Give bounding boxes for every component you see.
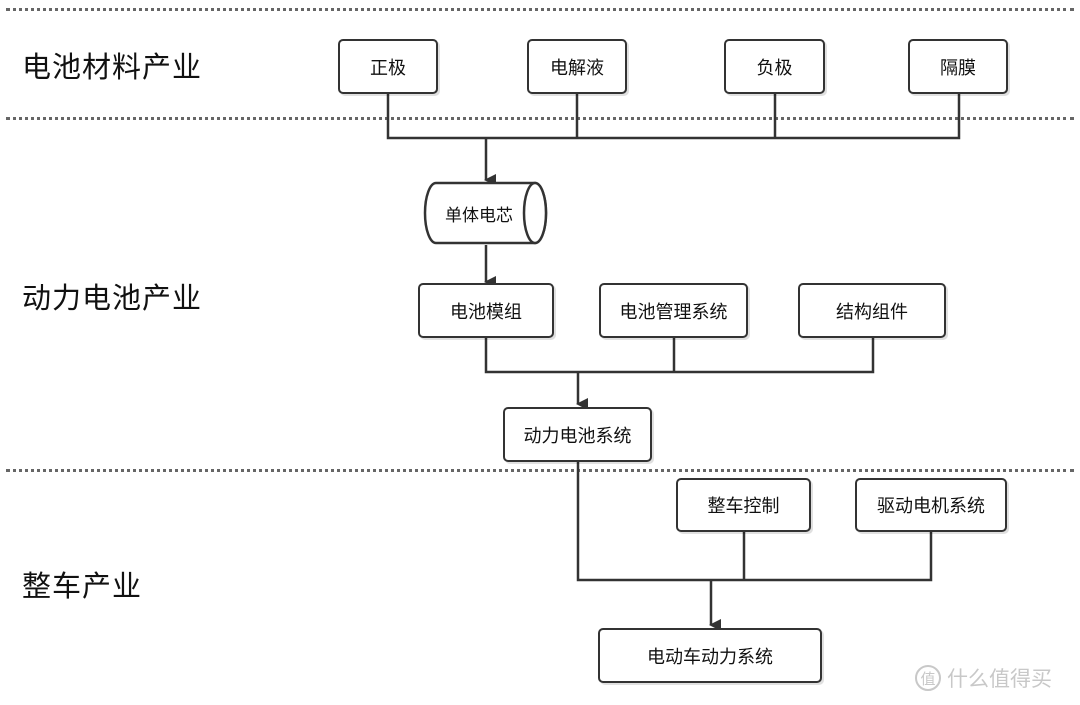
node-module: 电池模组 bbox=[418, 283, 554, 338]
node-separator: 隔膜 bbox=[908, 39, 1008, 94]
node-vcu: 整车控制 bbox=[676, 478, 811, 532]
node-pack: 动力电池系统 bbox=[503, 407, 652, 462]
section-label-vehicle: 整车产业 bbox=[22, 569, 143, 603]
node-cathode: 正极 bbox=[338, 39, 438, 94]
node-structure: 结构组件 bbox=[798, 283, 946, 338]
node-anode: 负极 bbox=[724, 39, 825, 94]
cell-cylinder bbox=[423, 181, 548, 245]
node-bms: 电池管理系统 bbox=[599, 283, 748, 338]
node-motor: 驱动电机系统 bbox=[855, 478, 1007, 532]
node-electrolyte: 电解液 bbox=[527, 39, 627, 94]
section-label-materials: 电池材料产业 bbox=[22, 50, 203, 84]
divider-battery-vehicle bbox=[6, 469, 1074, 472]
connector-to-powertrain bbox=[576, 462, 933, 582]
node-cell-label: 单体电芯 bbox=[445, 205, 513, 226]
node-powertrain: 电动车动力系统 bbox=[598, 628, 822, 683]
connector-materials-to-cell bbox=[386, 94, 961, 140]
zhi-logo-icon: 值 bbox=[915, 665, 941, 691]
watermark-text: 什么值得买 bbox=[947, 667, 1052, 691]
section-label-battery: 动力电池产业 bbox=[22, 281, 203, 315]
connector-components-to-pack bbox=[484, 338, 875, 374]
watermark: 值 什么值得买 bbox=[915, 663, 1052, 693]
divider-top bbox=[6, 8, 1074, 11]
divider-materials-battery bbox=[6, 117, 1074, 120]
